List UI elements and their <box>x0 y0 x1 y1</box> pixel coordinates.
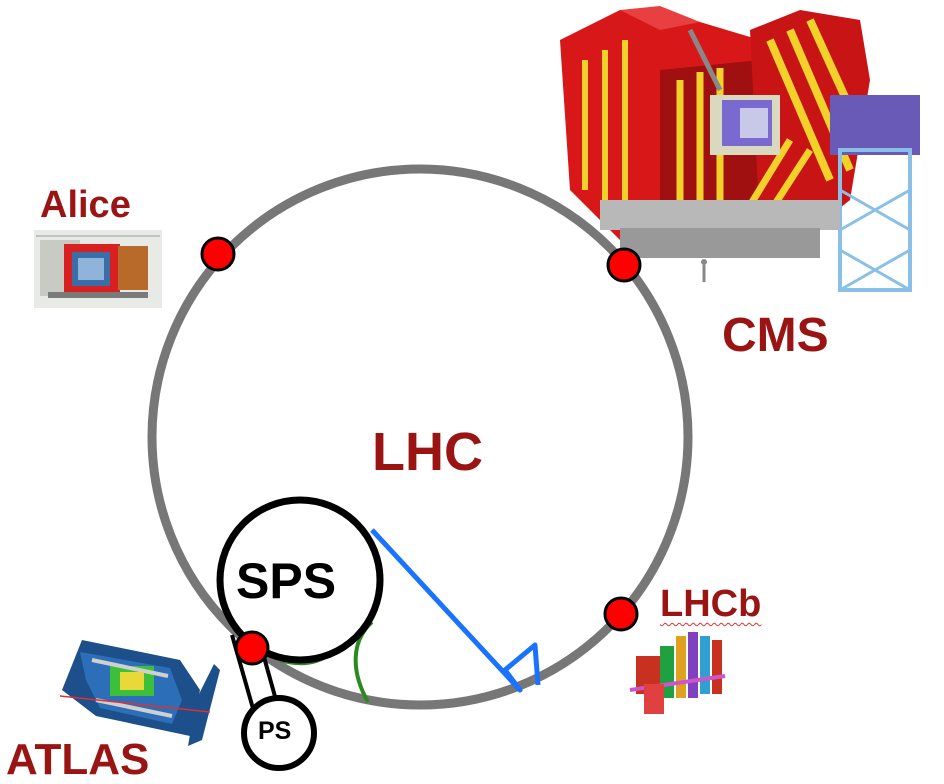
sps-label: SPS <box>236 553 337 609</box>
cms-label: CMS <box>722 309 829 362</box>
lhc-ring <box>147 164 693 710</box>
lhcb-label: LHCb <box>660 583 762 625</box>
atlas-label: ATLAS <box>6 735 150 784</box>
ps-ring <box>241 695 317 771</box>
interaction-point-cms <box>606 247 642 283</box>
interaction-point-lhcb <box>603 596 639 632</box>
atlas-detector-image <box>59 640 220 746</box>
blue-transfer-line <box>370 528 541 693</box>
lhcb-detector-image <box>629 632 726 714</box>
interaction-point-alice <box>200 236 236 272</box>
cms-detector-image <box>560 6 920 292</box>
alice-label: Alice <box>40 184 131 226</box>
interaction-point-atlas <box>234 630 270 666</box>
alice-detector-image <box>34 230 162 308</box>
lhc-label: LHC <box>372 422 483 482</box>
sps-ring <box>216 496 384 664</box>
ps-label: PS <box>258 717 292 745</box>
